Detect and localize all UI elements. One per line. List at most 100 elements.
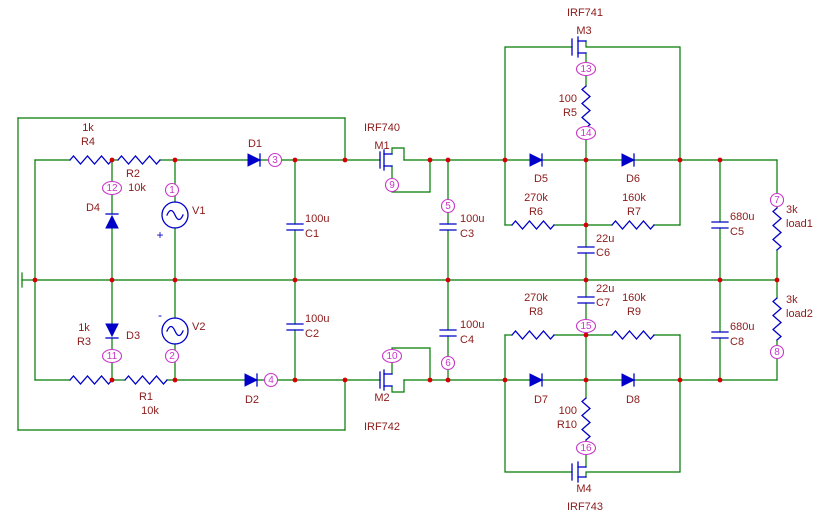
diode-D3[interactable]: D3 <box>105 323 140 342</box>
capacitor-C4[interactable]: 100u C4 <box>439 319 484 346</box>
node-number: 13 <box>580 64 592 75</box>
capacitor-C5[interactable]: 680u C5 <box>711 211 754 238</box>
capacitor-C1[interactable]: 100u C1 <box>286 213 329 240</box>
label-c1-ref: C1 <box>305 228 319 240</box>
label-m3-model: IRF741 <box>567 7 603 19</box>
node-number: 14 <box>580 128 592 139</box>
node-label-16[interactable]: 16 <box>575 440 597 456</box>
label-r10-value: 100 <box>559 405 577 417</box>
node-label-14[interactable]: 14 <box>575 125 597 141</box>
label-c6-value: 22u <box>596 233 614 245</box>
label-d5-ref: D5 <box>534 173 548 185</box>
diode-D2[interactable]: D2 <box>244 373 259 406</box>
label-c5-ref: C5 <box>730 226 744 238</box>
capacitor-C3[interactable]: 100u C3 <box>439 213 484 240</box>
node-label-12[interactable]: 12 <box>101 180 123 196</box>
diode-D1[interactable]: D1 <box>247 138 262 167</box>
node-number: 16 <box>580 443 592 454</box>
node-label-15[interactable]: 15 <box>575 318 597 334</box>
label-c8-ref: C8 <box>730 336 744 348</box>
node-number: 8 <box>774 347 780 358</box>
label-v1-ref: V1 <box>192 205 205 217</box>
label-d4-ref: D4 <box>86 202 100 214</box>
mosfet-M4[interactable]: M4 IRF743 <box>567 461 603 513</box>
resistor-R6[interactable]: 270k R6 <box>511 192 555 230</box>
node-label-11[interactable]: 11 <box>101 348 123 364</box>
resistor-R5[interactable]: 100 R5 <box>559 85 591 129</box>
diode-D7[interactable]: D7 <box>529 373 548 406</box>
node-label-1[interactable]: 1 <box>164 182 180 198</box>
sine-icon <box>166 325 184 337</box>
label-r1-ref: R1 <box>139 391 153 403</box>
diode-D8[interactable]: D8 <box>621 373 640 406</box>
label-load1-value: 3k <box>786 204 798 216</box>
node-label-10[interactable]: 10 <box>381 348 403 364</box>
label-c8-value: 680u <box>730 321 754 333</box>
label-r4-value: 1k <box>82 122 94 134</box>
label-r3-value: 1k <box>78 322 90 334</box>
capacitor-C7[interactable]: 22u C7 <box>577 283 614 309</box>
label-c3-ref: C3 <box>460 228 474 240</box>
label-r2-value: 10k <box>128 182 146 194</box>
resistor-R9[interactable]: 160k R9 <box>611 292 655 340</box>
resistor-R4[interactable]: 1k R4 <box>69 122 113 165</box>
node-label-2[interactable]: 2 <box>164 348 180 364</box>
label-c2-ref: C2 <box>305 328 319 340</box>
node-number: 9 <box>389 180 395 191</box>
label-m1-ref: M1 <box>374 140 389 152</box>
resistor-R10[interactable]: 100 R10 <box>557 397 591 441</box>
node-label-9[interactable]: 9 <box>384 177 400 193</box>
node-label-6[interactable]: 6 <box>440 355 456 371</box>
resistor-load1[interactable]: 3k load1 <box>772 204 813 251</box>
node-number: 4 <box>268 375 274 386</box>
source-V1[interactable]: + V1 <box>156 201 205 242</box>
source-V2[interactable]: - V2 <box>158 308 205 345</box>
node-label-13[interactable]: 13 <box>575 61 597 77</box>
label-r9-value: 160k <box>622 292 646 304</box>
node-label-8[interactable]: 8 <box>769 344 785 360</box>
resistor-R7[interactable]: 160k R7 <box>611 192 655 230</box>
label-r9-ref: R9 <box>627 306 641 318</box>
node-number: 3 <box>272 155 278 166</box>
label-c2-value: 100u <box>305 313 329 325</box>
mosfet-M3[interactable]: IRF741 M3 <box>567 7 603 58</box>
diode-D4[interactable]: D4 <box>86 202 119 229</box>
node-label-7[interactable]: 7 <box>769 192 785 208</box>
resistor-R1[interactable]: R1 10k <box>124 375 168 417</box>
node-number: 2 <box>169 351 175 362</box>
diode-D5[interactable]: D5 <box>529 153 548 185</box>
feedback-loop-wires <box>17 117 346 431</box>
label-c3-value: 100u <box>460 213 484 225</box>
label-v2-sign: - <box>158 308 162 322</box>
capacitor-C2[interactable]: 100u C2 <box>286 313 329 340</box>
node-label-4[interactable]: 4 <box>263 372 279 388</box>
label-d2-ref: D2 <box>245 394 259 406</box>
resistor-R8[interactable]: 270k R8 <box>511 292 555 340</box>
label-load1-ref: load1 <box>786 218 813 230</box>
node-label-5[interactable]: 5 <box>440 198 456 214</box>
node-number: 5 <box>445 201 451 212</box>
resistor-R2[interactable]: R2 10k <box>117 155 161 194</box>
mosfet-M1[interactable]: IRF740 M1 <box>364 122 400 171</box>
label-m1-model: IRF740 <box>364 122 400 134</box>
label-c7-ref: C7 <box>596 297 610 309</box>
label-r8-value: 270k <box>524 292 548 304</box>
node-label-3[interactable]: 3 <box>267 152 283 168</box>
node-number: 15 <box>580 321 592 332</box>
mosfet-M2[interactable]: M2 IRF742 <box>364 369 400 433</box>
label-r7-ref: R7 <box>627 206 641 218</box>
diode-D6[interactable]: D6 <box>621 153 640 185</box>
junction-dots <box>32 157 780 383</box>
label-m4-model: IRF743 <box>567 501 603 513</box>
label-r1-value: 10k <box>141 405 159 417</box>
sine-icon <box>166 209 184 221</box>
label-d6-ref: D6 <box>626 173 640 185</box>
capacitor-C8[interactable]: 680u C8 <box>711 321 754 348</box>
resistor-load2[interactable]: 3k load2 <box>772 294 813 341</box>
resistor-R3[interactable]: 1k R3 <box>69 322 113 385</box>
label-r6-value: 270k <box>524 192 548 204</box>
label-m2-model: IRF742 <box>364 421 400 433</box>
capacitor-C6[interactable]: 22u C6 <box>577 233 614 259</box>
